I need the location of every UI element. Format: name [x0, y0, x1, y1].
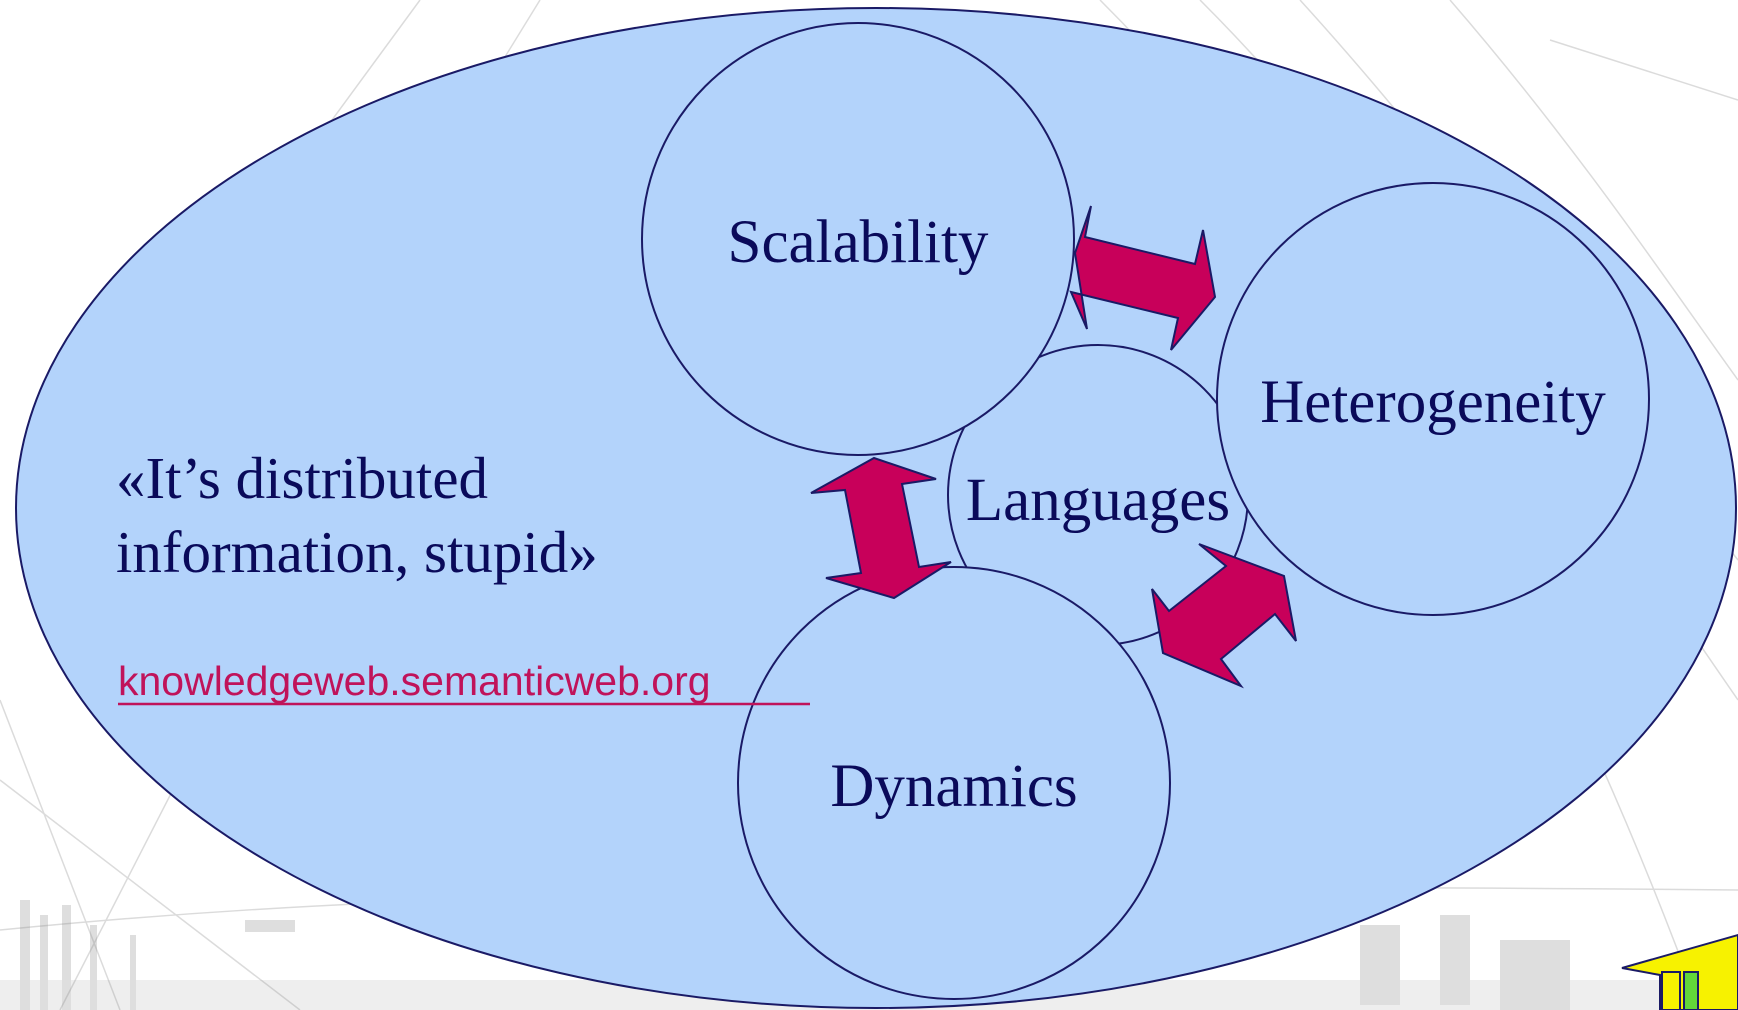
quote-line-2: information, stupid»	[116, 519, 598, 585]
double-arrow-languages-heterogeneity	[1151, 543, 1297, 689]
knowledgeweb-link[interactable]: knowledgeweb.semanticweb.org	[118, 658, 711, 704]
dynamics-circle	[737, 566, 1171, 1000]
up-arrow-icon[interactable]	[1621, 933, 1738, 1010]
scalability-circle	[641, 22, 1075, 456]
scalability-label: Scalability	[728, 209, 989, 276]
double-arrow-scalability-dynamics	[810, 456, 952, 600]
heterogeneity-label: Heterogeneity	[1260, 369, 1606, 436]
quote-line-1: «It’s distributed	[116, 445, 488, 511]
double-arrow-scalability-heterogeneity	[1069, 205, 1217, 351]
heterogeneity-circle	[1216, 182, 1650, 616]
dynamics-label: Dynamics	[830, 753, 1077, 820]
languages-label: Languages	[966, 467, 1230, 534]
